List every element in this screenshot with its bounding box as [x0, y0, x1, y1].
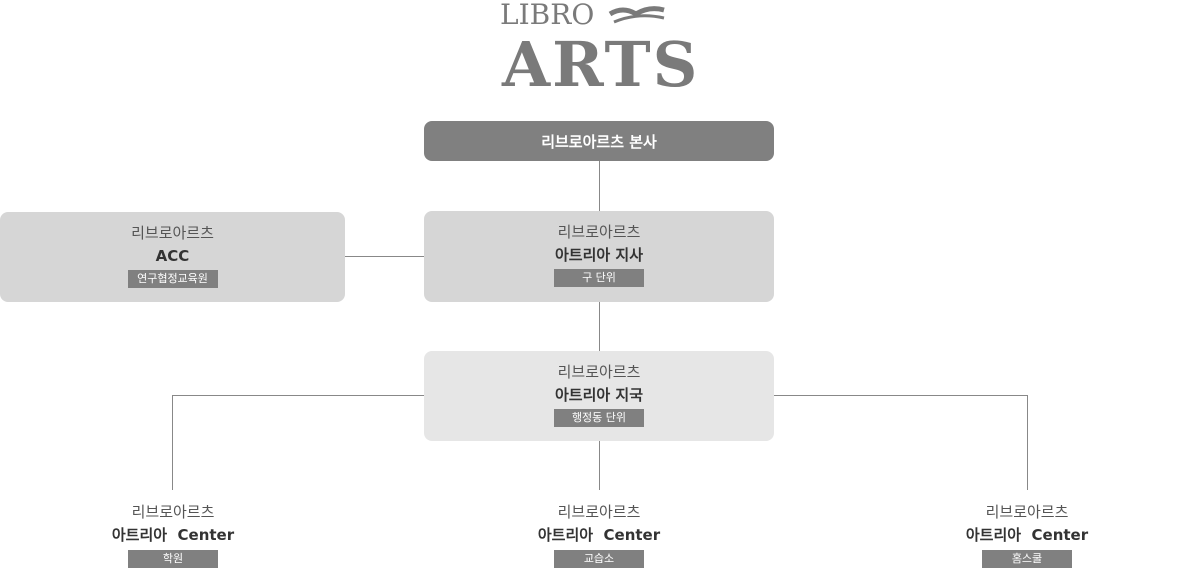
center-tag: 홈스쿨 — [982, 550, 1072, 568]
center-sub-label: 리브로아르츠 — [131, 503, 215, 521]
district-box: 리브로아르츠 아트리아 지국 행정동 단위 — [424, 351, 774, 441]
connector-district-right — [774, 395, 1028, 396]
center-tag: 교습소 — [554, 550, 644, 568]
acc-sub-label: 리브로아르츠 — [131, 224, 214, 242]
center-sub-label: 리브로아르츠 — [557, 503, 641, 521]
center-title: 아트리아 Center — [537, 526, 661, 544]
center-tutoring: 리브로아르츠 아트리아 Center 교습소 — [489, 502, 709, 568]
district-title: 아트리아 지국 — [554, 386, 644, 404]
center-tag: 학원 — [128, 550, 218, 568]
branch-sub-label: 리브로아르츠 — [557, 223, 641, 241]
acc-title: ACC — [155, 247, 190, 265]
branch-title: 아트리아 지사 — [554, 246, 644, 264]
center-academy: 리브로아르츠 아트리아 Center 학원 — [63, 502, 283, 568]
center-sub-label: 리브로아르츠 — [985, 503, 1069, 521]
connector-district-center — [599, 441, 600, 490]
headquarters-box: 리브로아르츠 본사 — [424, 121, 774, 161]
district-tag: 행정동 단위 — [554, 409, 644, 427]
svg-text:ARTS: ARTS — [501, 28, 699, 92]
branch-tag: 구 단위 — [554, 269, 644, 287]
center-homeschool: 리브로아르츠 아트리아 Center 홈스쿨 — [917, 502, 1137, 568]
center-title: 아트리아 Center — [111, 526, 235, 544]
connector-branch-district — [599, 302, 600, 351]
connector-district-left — [172, 395, 424, 396]
connector-hq-branch — [599, 161, 600, 211]
svg-text:LIBRO: LIBRO — [500, 0, 594, 31]
connector-acc-branch — [345, 256, 424, 257]
center-title: 아트리아 Center — [965, 526, 1089, 544]
headquarters-label: 리브로아르츠 본사 — [541, 132, 657, 151]
acc-box: 리브로아르츠 ACC 연구협정교육원 — [0, 212, 345, 302]
connector-right-down — [1027, 395, 1028, 490]
district-sub-label: 리브로아르츠 — [557, 363, 641, 381]
connector-left-down — [172, 395, 173, 490]
acc-tag: 연구협정교육원 — [127, 270, 218, 288]
branch-box: 리브로아르츠 아트리아 지사 구 단위 — [424, 211, 774, 302]
libro-arts-logo: LIBRO ARTS — [498, 0, 702, 92]
